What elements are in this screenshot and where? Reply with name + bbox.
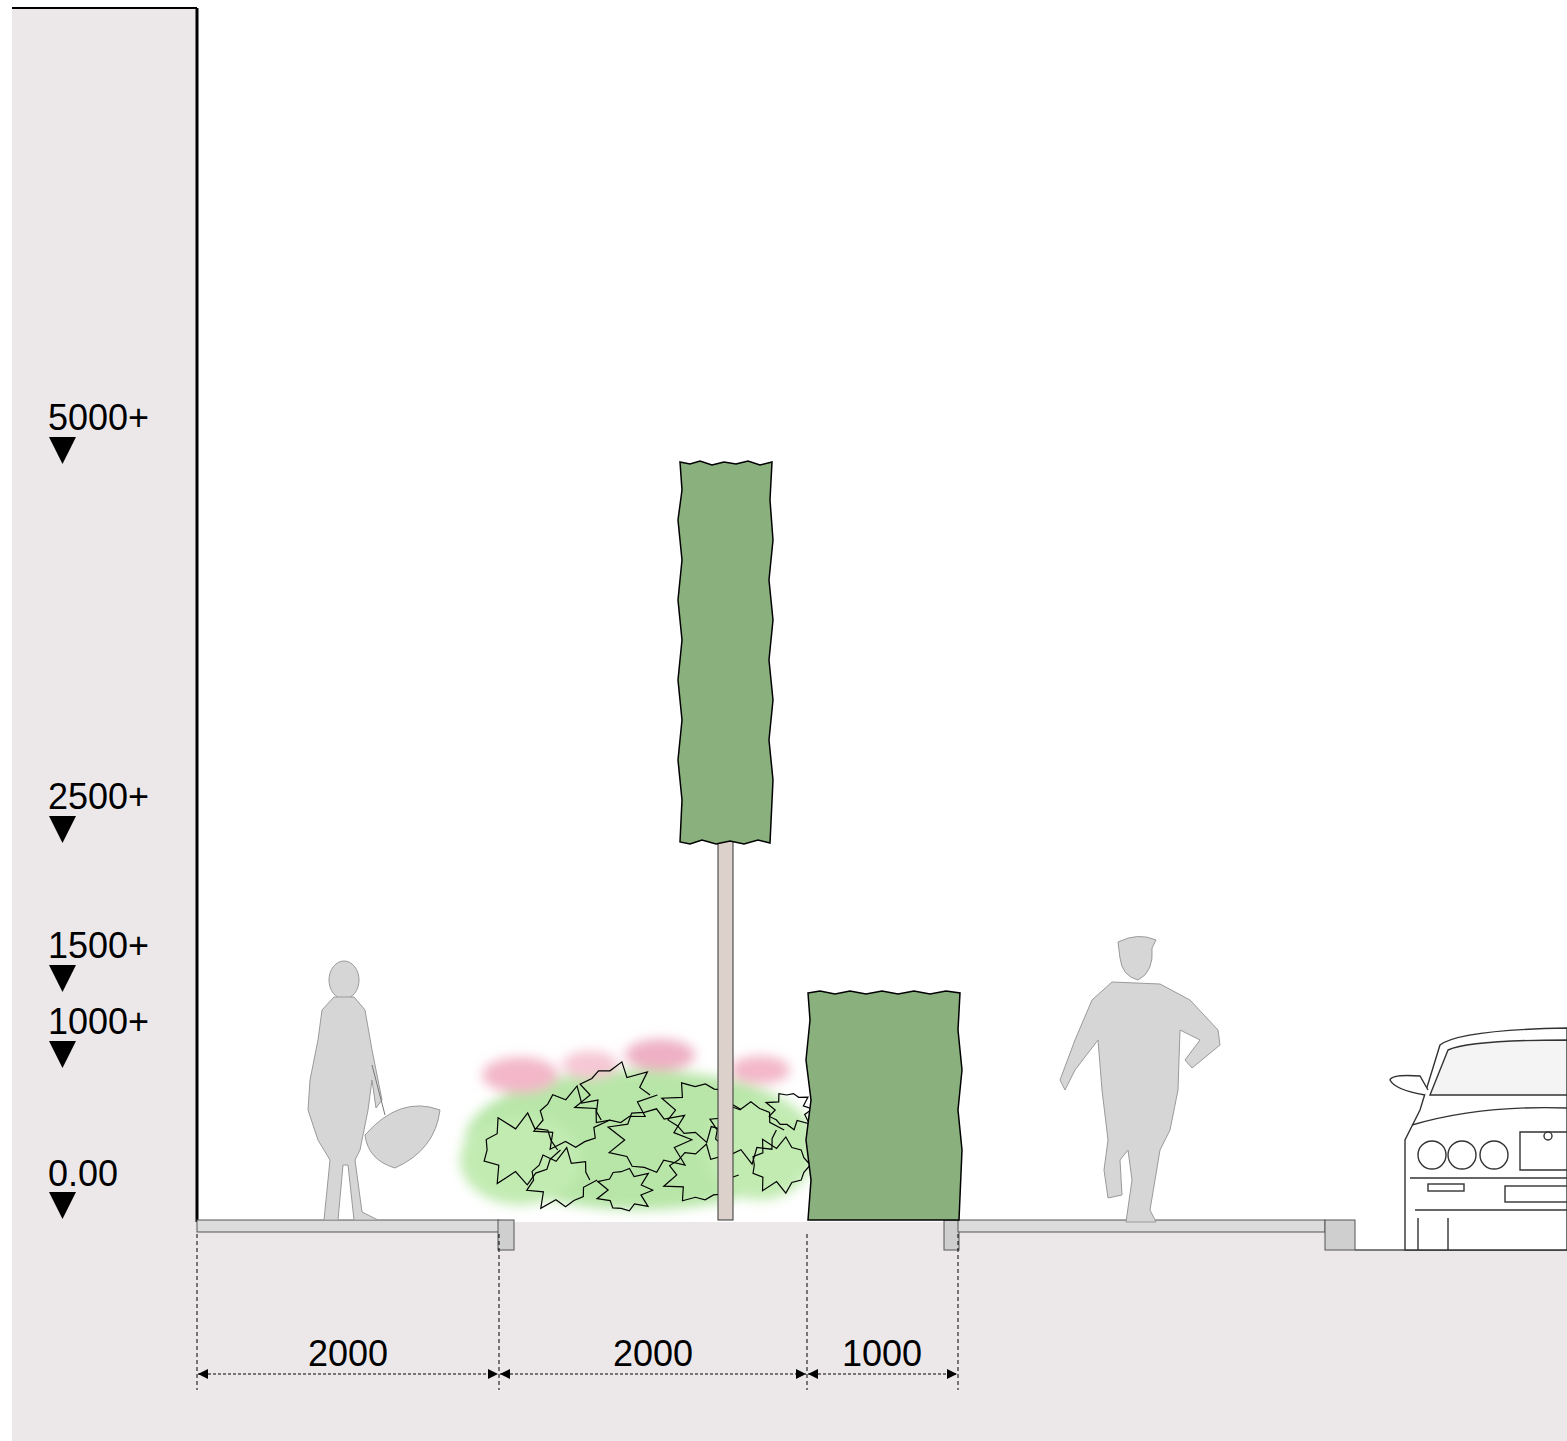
dimension-label: 1000 xyxy=(842,1336,922,1372)
pedestrian-figure xyxy=(308,961,440,1220)
edging xyxy=(498,1220,514,1250)
dimension-label: 2000 xyxy=(308,1336,388,1372)
kerb xyxy=(1325,1220,1355,1250)
level-label: 1500+ xyxy=(48,928,149,964)
pedestrian-figure xyxy=(1060,936,1220,1222)
edging xyxy=(944,1220,959,1250)
level-markers xyxy=(49,437,76,1219)
shrub-leaf-cluster xyxy=(597,1168,653,1210)
shrub-leaf-cluster xyxy=(527,1148,597,1209)
wall-face xyxy=(196,8,199,1222)
tree-canopy xyxy=(678,461,773,844)
shrub-leaf-cluster xyxy=(575,1062,658,1123)
shrub-leaf-cluster xyxy=(608,1109,693,1172)
footpath-slab xyxy=(197,1220,499,1232)
level-label: 2500+ xyxy=(48,779,149,815)
ground xyxy=(197,1222,1567,1441)
shrub-leaf-cluster xyxy=(484,1113,560,1185)
dimension-extension xyxy=(197,1234,958,1390)
dimension-line xyxy=(198,1374,957,1375)
level-label: 0.00 xyxy=(48,1156,118,1192)
hedge xyxy=(806,991,962,1220)
tree-trunk xyxy=(718,840,733,1220)
level-label: 1000+ xyxy=(48,1004,149,1040)
shrub-outline xyxy=(484,1062,815,1211)
wall-top xyxy=(12,7,197,9)
shrub-leaf-cluster xyxy=(753,1137,810,1193)
shrub-colour xyxy=(460,1039,815,1210)
car xyxy=(1390,1028,1567,1250)
level-label: 5000+ xyxy=(48,400,149,436)
shrub-leaf-cluster xyxy=(534,1086,610,1149)
dimension-label: 2000 xyxy=(613,1336,693,1372)
building-wall xyxy=(12,8,197,1441)
